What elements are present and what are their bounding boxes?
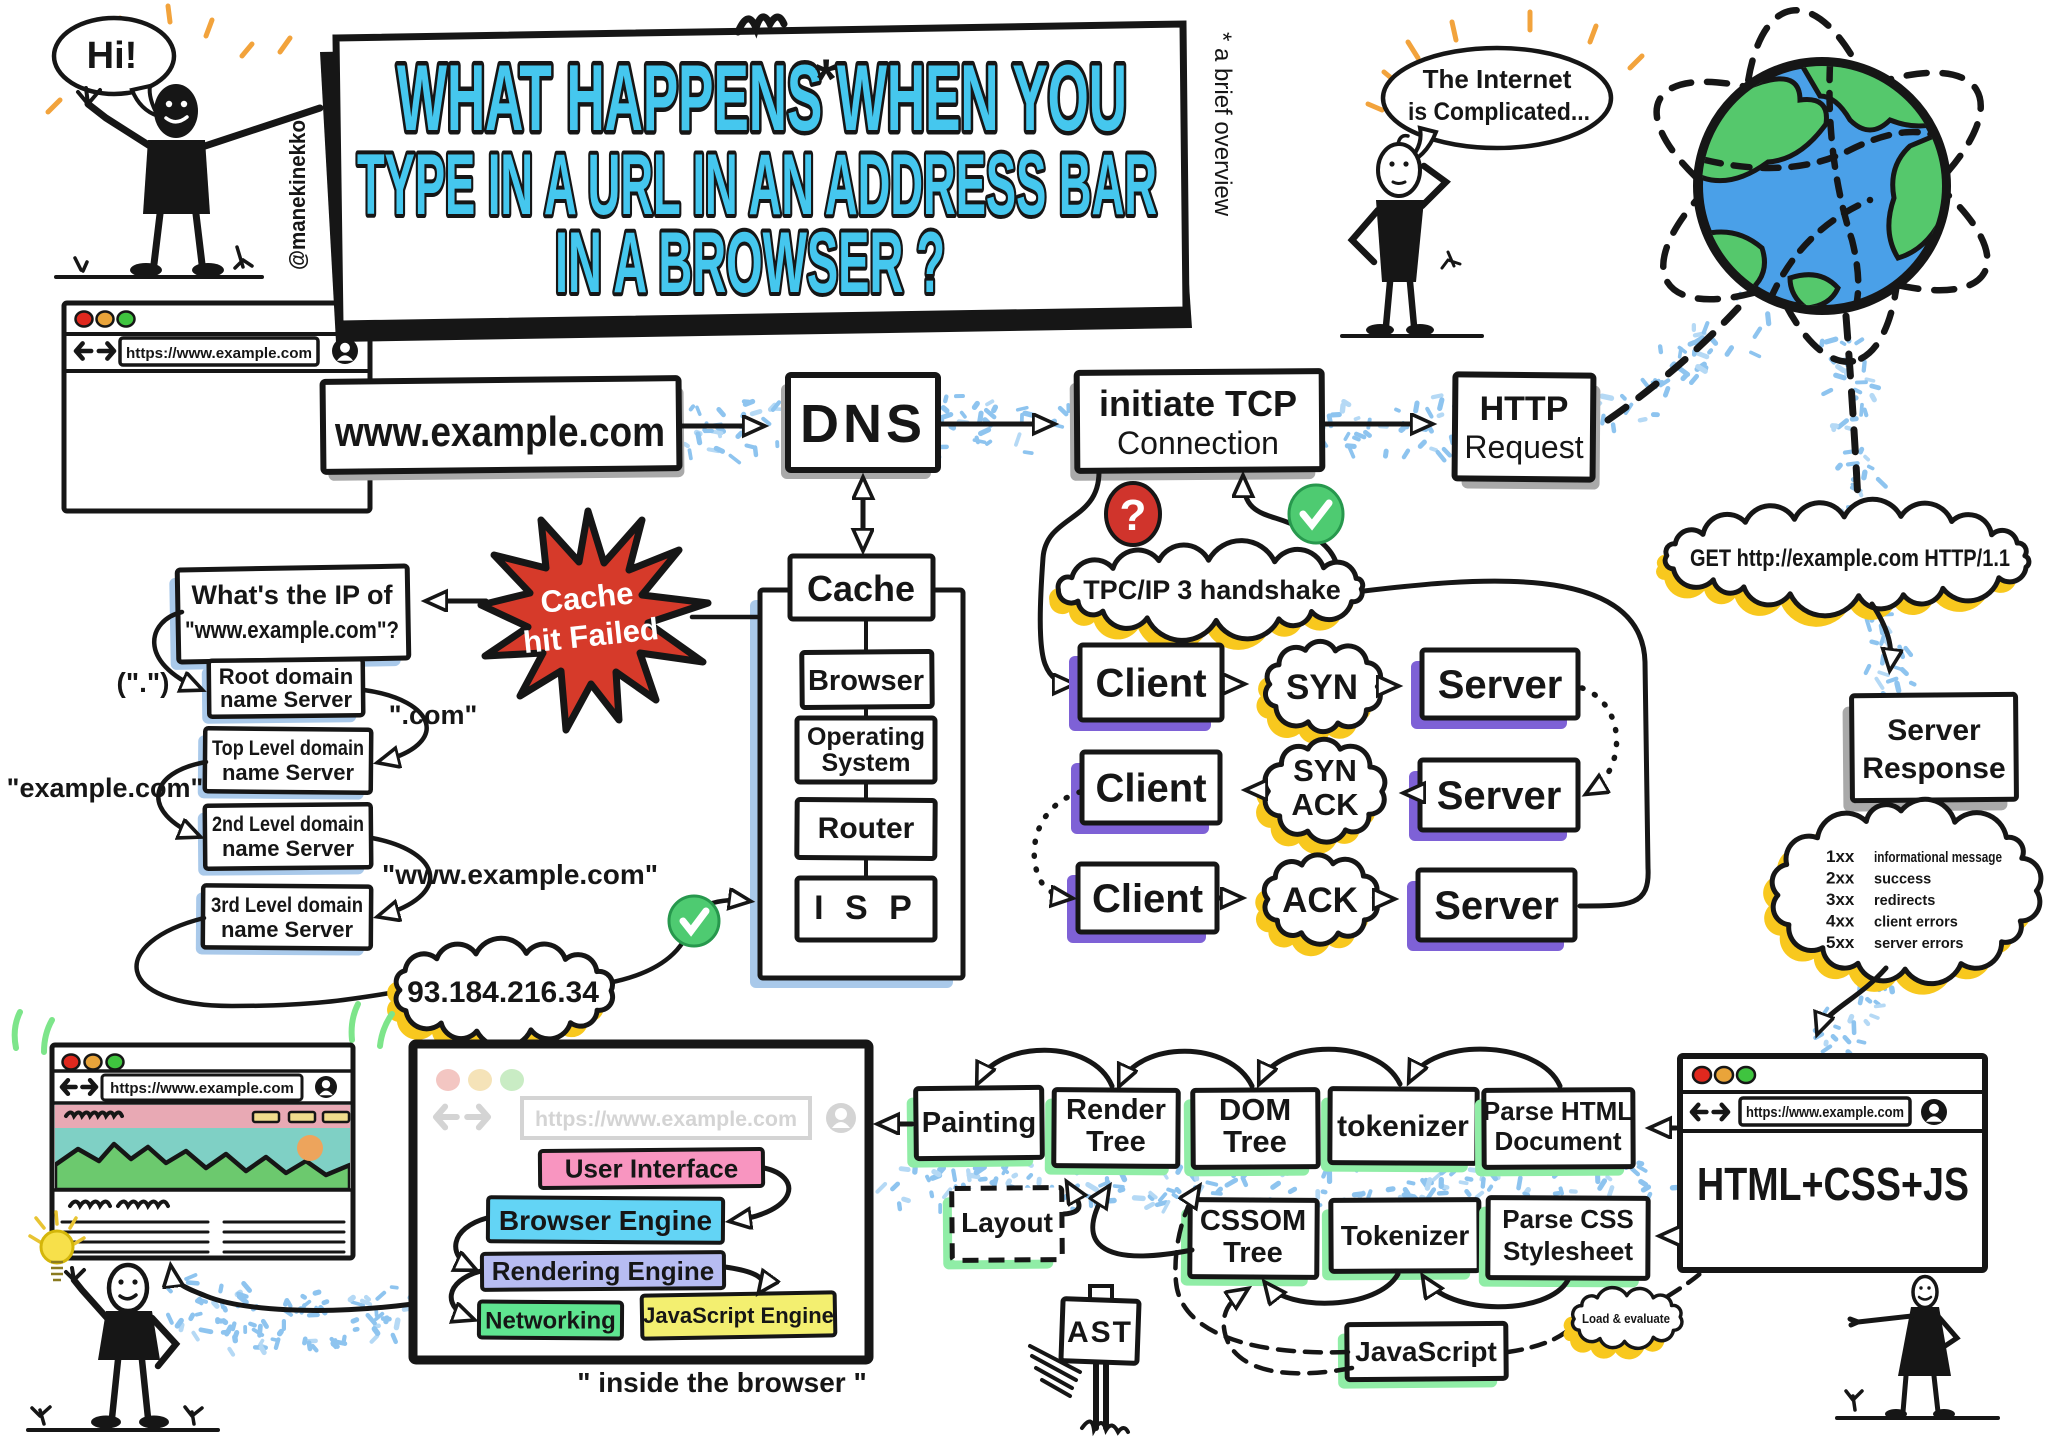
svg-text:User Interface: User Interface — [565, 1154, 738, 1184]
svg-text:HTML+CSS+JS: HTML+CSS+JS — [1697, 1158, 1969, 1210]
svg-text:DNS: DNS — [800, 394, 926, 454]
svg-text:TYPE IN A URL IN AN ADDRESS BA: TYPE IN A URL IN AN ADDRESS BAR — [357, 137, 1157, 233]
svg-text:Operating: Operating — [807, 723, 925, 751]
svg-text:IN A BROWSER ?: IN A BROWSER ? — [555, 215, 945, 311]
svg-text:success: success — [1874, 872, 1931, 888]
svg-text:Response: Response — [1862, 752, 2005, 785]
svg-text:SYN: SYN — [1286, 668, 1358, 707]
svg-text:Painting: Painting — [922, 1107, 1036, 1139]
svg-text:https://www.example.com: https://www.example.com — [1746, 1105, 1904, 1121]
svg-text:?: ? — [1120, 491, 1147, 540]
svg-text:"example.com": "example.com" — [7, 773, 204, 803]
svg-text:Router: Router — [818, 812, 915, 845]
svg-text:Tree: Tree — [1223, 1124, 1287, 1159]
svg-text:https://www.example.com: https://www.example.com — [126, 345, 312, 362]
svg-text:2nd Level domain: 2nd Level domain — [212, 813, 364, 836]
svg-text:Rendering Engine: Rendering Engine — [492, 1256, 714, 1286]
svg-text:Server: Server — [1438, 663, 1563, 707]
svg-text:HTTP: HTTP — [1480, 390, 1569, 428]
svg-text:Load & evaluate: Load & evaluate — [1582, 1311, 1670, 1326]
svg-text:www.example.com: www.example.com — [334, 408, 665, 455]
svg-text:Parse HTML: Parse HTML — [1483, 1096, 1633, 1126]
svg-text:ACK: ACK — [1291, 787, 1359, 822]
svg-text:What's the IP of: What's the IP of — [192, 580, 394, 610]
svg-text:* a brief overview: * a brief overview — [1209, 32, 1236, 217]
svg-text:name Server: name Server — [220, 687, 353, 712]
svg-text:https://www.example.com: https://www.example.com — [110, 1080, 294, 1097]
svg-text:Top Level domain: Top Level domain — [212, 737, 364, 760]
svg-text:@manekinekko: @manekinekko — [285, 120, 310, 270]
svg-text:93.184.216.34: 93.184.216.34 — [407, 976, 599, 1009]
svg-text:Tree: Tree — [1223, 1237, 1283, 1269]
svg-text:Connection: Connection — [1117, 425, 1279, 461]
svg-text:4xx: 4xx — [1826, 912, 1855, 931]
svg-text:Browser: Browser — [808, 665, 924, 697]
svg-text:initiate TCP: initiate TCP — [1099, 383, 1297, 424]
svg-text:ACK: ACK — [1282, 881, 1358, 920]
svg-text:Server: Server — [1437, 774, 1562, 818]
svg-text:Server: Server — [1434, 884, 1559, 928]
svg-text:redirects: redirects — [1874, 893, 1935, 909]
svg-text:2xx: 2xx — [1826, 869, 1855, 888]
svg-text:".com": ".com" — [389, 700, 478, 730]
svg-text:Browser Engine: Browser Engine — [499, 1205, 712, 1236]
svg-text:Hi!: Hi! — [87, 35, 138, 77]
svg-text:name Server: name Server — [222, 760, 355, 785]
svg-text:"www.example.com"?: "www.example.com"? — [185, 617, 399, 644]
svg-text:Root domain: Root domain — [219, 664, 353, 689]
svg-text:The Internet: The Internet — [1423, 64, 1572, 94]
svg-text:DOM: DOM — [1219, 1092, 1291, 1127]
svg-text:*: * — [815, 47, 837, 110]
svg-text:Layout: Layout — [961, 1207, 1053, 1238]
svg-text:CSSOM: CSSOM — [1200, 1205, 1306, 1237]
svg-text:3rd Level domain: 3rd Level domain — [211, 894, 363, 917]
svg-text:server errors: server errors — [1874, 936, 1964, 952]
svg-text:JavaScript Engine: JavaScript Engine — [643, 1303, 834, 1328]
svg-text:AST: AST — [1067, 1316, 1133, 1349]
svg-text:Server: Server — [1887, 714, 1981, 747]
svg-text:Client: Client — [1092, 877, 1203, 921]
svg-text:Cache: Cache — [807, 568, 915, 609]
svg-text:informational message: informational message — [1874, 850, 2002, 866]
svg-text:https://www.example.com: https://www.example.com — [535, 1108, 797, 1131]
svg-text:Render: Render — [1066, 1094, 1166, 1126]
svg-text:Tokenizer: Tokenizer — [1341, 1220, 1470, 1251]
svg-text:Stylesheet: Stylesheet — [1503, 1236, 1633, 1266]
svg-text:JavaScript: JavaScript — [1355, 1336, 1497, 1367]
svg-text:GET http://example.com HTTP/1.: GET http://example.com HTTP/1.1 — [1690, 545, 2010, 572]
svg-text:is Complicated...: is Complicated... — [1408, 98, 1590, 126]
svg-text:Client: Client — [1095, 767, 1206, 811]
svg-text:" inside the browser ": " inside the browser " — [577, 1367, 867, 1398]
svg-text:System: System — [822, 749, 911, 777]
svg-text:SYN: SYN — [1293, 753, 1357, 788]
svg-text:5xx: 5xx — [1826, 933, 1855, 952]
svg-text:WHAT HAPPENS WHEN YOU: WHAT HAPPENS WHEN YOU — [397, 45, 1127, 150]
svg-text:name Server: name Server — [221, 917, 354, 942]
svg-text:3xx: 3xx — [1826, 890, 1855, 909]
svg-text:Networking: Networking — [485, 1307, 616, 1334]
svg-text:Tree: Tree — [1086, 1126, 1146, 1158]
svg-text:client errors: client errors — [1874, 915, 1958, 931]
svg-text:("."): (".") — [117, 667, 170, 698]
svg-text:Parse CSS: Parse CSS — [1502, 1204, 1634, 1234]
svg-text:name Server: name Server — [222, 836, 355, 861]
svg-text:1xx: 1xx — [1826, 847, 1855, 866]
svg-text:TPC/IP 3 handshake: TPC/IP 3 handshake — [1083, 575, 1341, 605]
svg-text:Client: Client — [1095, 662, 1206, 706]
svg-text:Request: Request — [1464, 429, 1583, 465]
svg-text:I S P: I S P — [814, 889, 918, 927]
svg-text:tokenizer: tokenizer — [1337, 1110, 1469, 1143]
svg-text:Document: Document — [1494, 1126, 1621, 1156]
